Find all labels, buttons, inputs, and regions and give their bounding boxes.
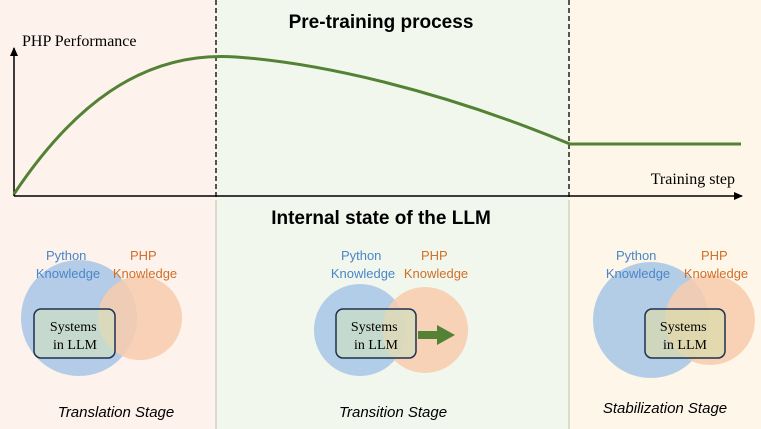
php-knowledge-label: PHP Knowledge <box>404 248 468 281</box>
stage-label-translation: Translation Stage <box>58 404 174 421</box>
x-axis-label: Training step <box>651 171 735 188</box>
y-axis-label: PHP Performance <box>22 33 137 50</box>
stage-transition: Python Knowledge PHP Knowledge Systems i… <box>314 248 468 421</box>
systems-in-llm-label: Systems in LLM <box>50 320 100 353</box>
php-knowledge-label: PHP Knowledge <box>684 248 748 281</box>
systems-in-llm-box <box>644 308 726 359</box>
diagram-title: Pre-training process <box>289 12 474 33</box>
python-knowledge-label: Python Knowledge <box>331 248 395 281</box>
stage-translation: Python Knowledge PHP Knowledge Systems i… <box>21 248 182 421</box>
python-knowledge-label: Python Knowledge <box>606 248 670 281</box>
stage-label-transition: Transition Stage <box>339 404 447 421</box>
transition-arrow-icon <box>418 325 455 345</box>
stage-label-stabilization: Stabilization Stage <box>603 400 727 417</box>
php-knowledge-label: PHP Knowledge <box>113 248 177 281</box>
systems-in-llm-label: Systems in LLM <box>660 320 710 353</box>
systems-in-llm-box <box>335 308 417 359</box>
stage-stabilization: Python Knowledge PHP Knowledge Systems i… <box>593 248 755 417</box>
systems-in-llm-label: Systems in LLM <box>351 320 401 353</box>
internal-state-title: Internal state of the LLM <box>271 208 491 229</box>
php-performance-curve <box>12 54 741 195</box>
systems-in-llm-box <box>33 308 116 359</box>
python-knowledge-label: Python Knowledge <box>36 248 100 281</box>
php-knowledge-circle <box>98 276 182 360</box>
